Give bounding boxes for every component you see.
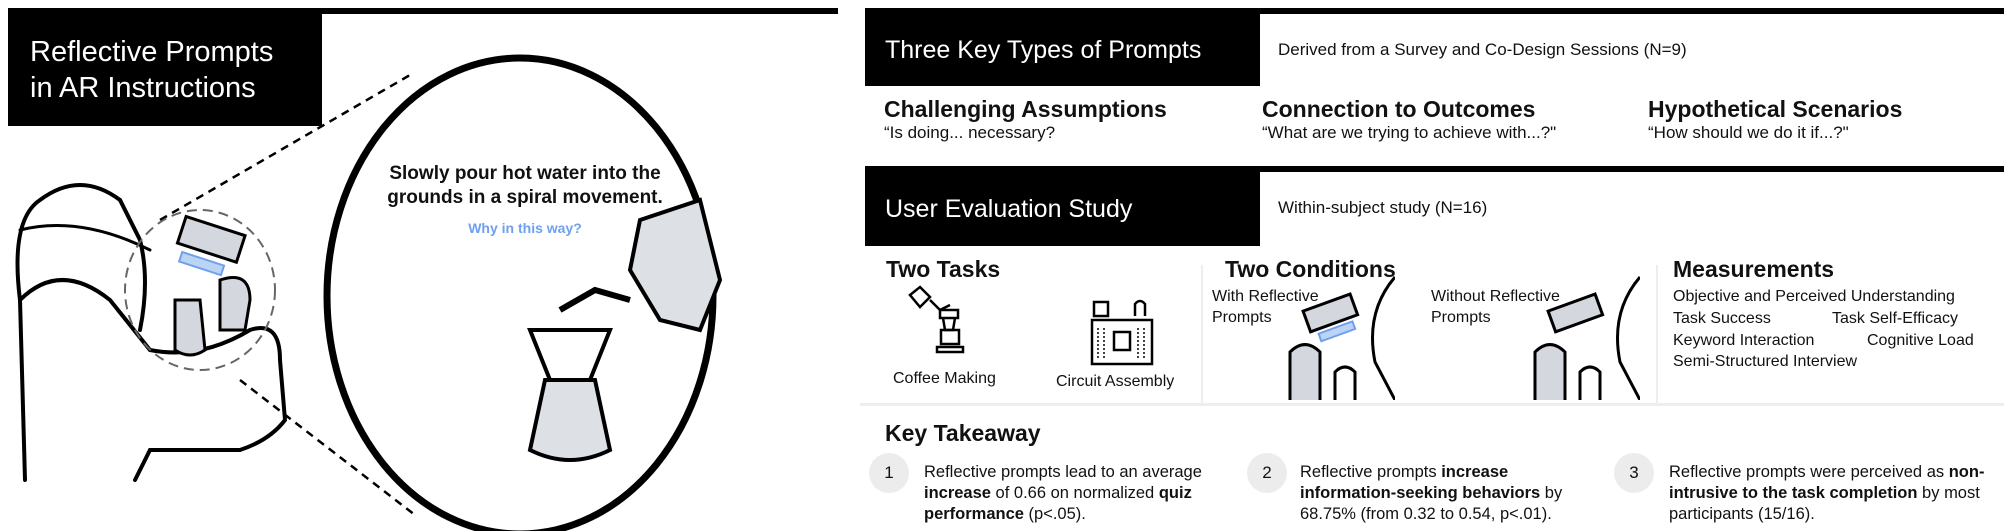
emphasis: increase information-seeking behaviors	[1300, 463, 1541, 502]
circuit-icon	[1090, 299, 1154, 366]
emphasis: increase	[924, 484, 991, 502]
condition-with-label: With Reflective Prompts	[1212, 288, 1319, 326]
divider	[1201, 265, 1203, 405]
title-line-2: in AR Instructions	[30, 72, 256, 104]
condition-without-illustration	[1533, 276, 1640, 400]
takeaway-item-1: Reflective prompts lead to an average in…	[924, 462, 1234, 525]
measurement-item: Semi-Structured Interview	[1673, 353, 1858, 370]
takeaway-item-3: Reflective prompts were perceived as non…	[1669, 462, 1999, 525]
measurement-item: Task Self-Efficacy	[1832, 310, 1958, 327]
condition-with-illustration	[1288, 276, 1395, 400]
prompt-type-example: “Is doing... necessary?	[884, 123, 1056, 142]
text: of 0.66 on normalized	[990, 484, 1159, 502]
prompt-type-example: “How should we do it if...?"	[1648, 123, 1849, 142]
reflective-prompt[interactable]: Why in this way?	[468, 220, 582, 236]
divider	[1656, 265, 1658, 405]
prompt-type-name: Hypothetical Scenarios	[1648, 96, 1903, 122]
text: (p<.05).	[1023, 505, 1086, 523]
section-divider	[860, 403, 2004, 406]
prompt-type-2: Connection to Outcomes “What are we tryi…	[1262, 96, 1556, 143]
measurement-item: Cognitive Load	[1867, 332, 1974, 349]
emphasis: quiz performance	[924, 484, 1192, 523]
text: Reflective prompts were perceived as	[1669, 463, 1949, 481]
conditions-heading: Two Conditions	[1225, 256, 1396, 282]
takeaway-item-2: Reflective prompts increase information-…	[1300, 462, 1600, 525]
emphasis: non-intrusive to the task completion	[1669, 463, 1985, 502]
prompts-title-box: Three Key Types of Prompts	[865, 14, 1260, 86]
measurement-item: Keyword Interaction	[1673, 332, 1815, 349]
measurement-item: Task Success	[1673, 310, 1771, 327]
top-rule-left	[8, 8, 838, 14]
prompt-type-3: Hypothetical Scenarios “How should we do…	[1648, 96, 1902, 143]
person-head	[15, 183, 147, 482]
text: by most participants (15/16).	[1669, 484, 1980, 523]
takeaway-number: 1	[869, 453, 909, 493]
instruction-line-1: Slowly pour hot water into the	[389, 163, 661, 184]
task-coffee-label: Coffee Making	[893, 370, 996, 387]
takeaway-number: 3	[1614, 453, 1654, 493]
coffee-icon	[908, 285, 965, 354]
ar-user-illustration	[15, 54, 723, 531]
prompt-type-name: Challenging Assumptions	[884, 96, 1167, 122]
zoom-lines	[159, 73, 416, 516]
takeaway-number: 2	[1247, 453, 1287, 493]
title-line-1: Reflective Prompts	[30, 36, 274, 68]
tasks-heading: Two Tasks	[886, 256, 1001, 282]
instruction-line-2: grounds in a spiral movement.	[387, 187, 663, 208]
text: Reflective prompts lead to an average	[924, 463, 1202, 481]
title-box: Reflective Prompts in AR Instructions	[8, 14, 322, 126]
study-title-box: User Evaluation Study	[865, 172, 1260, 246]
prompt-type-1: Challenging Assumptions “Is doing... nec…	[884, 96, 1167, 143]
top-rule-study	[865, 166, 2004, 172]
prompts-title: Three Key Types of Prompts	[885, 35, 1202, 64]
headset	[18, 224, 152, 252]
study-title: User Evaluation Study	[885, 194, 1133, 223]
study-subtitle: Within-subject study (N=16)	[1278, 198, 1488, 217]
text: by 68.75% (from 0.32 to 0.54, p<.01).	[1300, 484, 1563, 523]
condition-without-label: Without Reflective Prompts	[1431, 288, 1560, 326]
person-body	[18, 278, 288, 482]
ar-instruction: Slowly pour hot water into the grounds i…	[360, 162, 690, 210]
prompt-type-example: “What are we trying to achieve with...?"	[1262, 123, 1557, 142]
top-rule-prompts	[865, 8, 2004, 14]
prompts-subtitle: Derived from a Survey and Co-Design Sess…	[1278, 40, 1687, 59]
text: Reflective prompts	[1300, 463, 1442, 481]
takeaway-heading: Key Takeaway	[885, 420, 1041, 446]
task-circuit-label: Circuit Assembly	[1056, 373, 1175, 390]
measurement-item: Objective and Perceived Understanding	[1673, 288, 1955, 305]
prompt-type-name: Connection to Outcomes	[1262, 96, 1536, 122]
measurements-heading: Measurements	[1673, 256, 1835, 282]
